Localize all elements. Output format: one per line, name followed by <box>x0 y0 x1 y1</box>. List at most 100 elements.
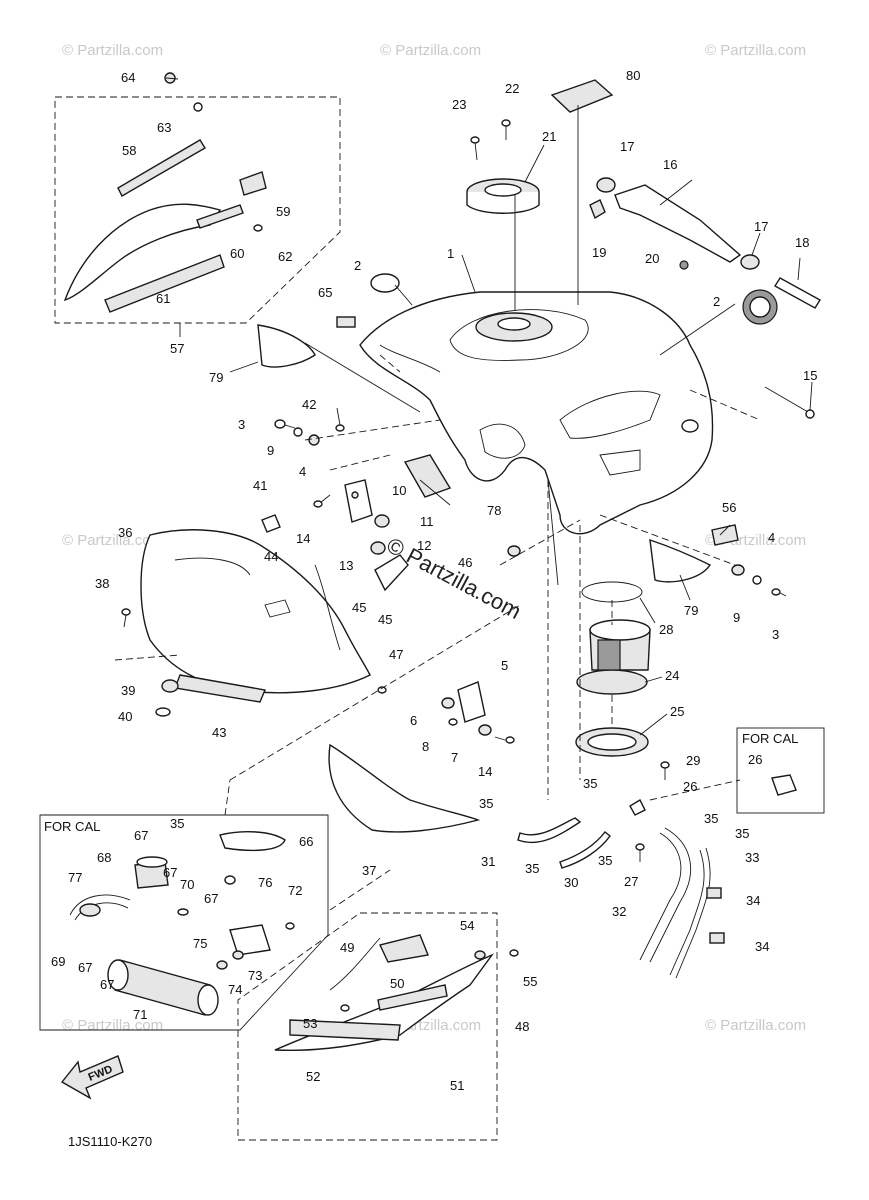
collar-46 <box>507 545 521 557</box>
fitting-34-lower <box>709 932 725 944</box>
callout-17: 17 <box>620 139 634 154</box>
cap-2-right <box>742 289 778 325</box>
bolt-23 <box>470 136 480 161</box>
damper-11 <box>374 514 390 528</box>
callout-67: 67 <box>204 891 218 906</box>
callout-27: 27 <box>624 874 638 889</box>
callout-9: 9 <box>733 610 740 625</box>
callout-54: 54 <box>460 918 474 933</box>
callout-24: 24 <box>665 668 679 683</box>
callout-39: 39 <box>121 683 135 698</box>
small-fittings <box>177 875 295 970</box>
center-watermark: © Partzilla.com <box>383 532 526 624</box>
callout-20: 20 <box>645 251 659 266</box>
callout-69: 69 <box>51 954 65 969</box>
callout-35: 35 <box>704 811 718 826</box>
hose-66 <box>219 831 286 852</box>
callout-41: 41 <box>253 478 267 493</box>
callout-3: 3 <box>772 627 779 642</box>
callout-51: 51 <box>450 1078 464 1093</box>
callout-74: 74 <box>228 982 242 997</box>
callout-15: 15 <box>803 368 817 383</box>
callout-42: 42 <box>302 397 316 412</box>
callout-71: 71 <box>133 1007 147 1022</box>
callout-26: 26 <box>683 779 697 794</box>
side-panel-57-parts <box>63 72 267 313</box>
callout-8: 8 <box>422 739 429 754</box>
rod-44 <box>314 564 341 651</box>
bolt-22 <box>501 119 511 140</box>
callout-48: 48 <box>515 1019 529 1034</box>
callout-73: 73 <box>248 968 262 983</box>
fuel-pump <box>576 619 651 695</box>
callout-21: 21 <box>542 129 556 144</box>
callout-47: 47 <box>389 647 403 662</box>
pad-65 <box>336 316 356 328</box>
group-box-48 <box>237 912 498 1141</box>
callout-17: 17 <box>754 219 768 234</box>
watermark: © Partzilla.com <box>62 1017 163 1034</box>
callout-11: 11 <box>420 514 434 529</box>
callout-61: 61 <box>156 291 170 306</box>
bolt-29 <box>660 761 670 780</box>
canister-71 <box>107 959 219 1016</box>
callout-10: 10 <box>392 483 406 498</box>
callout-59: 59 <box>276 204 290 219</box>
callout-53: 53 <box>303 1016 317 1031</box>
callout-4: 4 <box>768 530 775 545</box>
bolt-15 <box>764 386 815 419</box>
bracket-10 <box>344 479 373 523</box>
hose-77-69 <box>69 894 131 921</box>
callout-12: 12 <box>417 538 431 553</box>
hose-30 <box>559 831 611 869</box>
callout-33: 33 <box>745 850 759 865</box>
callout-34: 34 <box>755 939 769 954</box>
damper-12 <box>370 541 386 555</box>
damper-7 <box>478 724 492 736</box>
callout-46: 46 <box>458 555 472 570</box>
callout-75: 75 <box>193 936 207 951</box>
callout-79: 79 <box>684 603 698 618</box>
callout-16: 16 <box>663 157 677 172</box>
sheet-78 <box>403 454 452 498</box>
callout-14: 14 <box>478 764 492 779</box>
group-box-57 <box>54 96 341 337</box>
callout-79: 79 <box>209 370 223 385</box>
bracket-5 <box>457 681 486 723</box>
watermark: © Partzilla.com <box>62 532 163 549</box>
callout-67: 67 <box>100 977 114 992</box>
filler-cap <box>466 178 540 214</box>
hose-32 <box>639 827 692 963</box>
callout-52: 52 <box>306 1069 320 1084</box>
cover-37 <box>328 743 481 833</box>
callout-78: 78 <box>487 503 501 518</box>
side-cover-79-left <box>257 324 316 368</box>
o-ring-28 <box>581 581 643 603</box>
for-cal-label: FOR CAL <box>742 731 798 746</box>
callout-55: 55 <box>523 974 537 989</box>
watermark: © Partzilla.com <box>705 42 806 59</box>
callout-45: 45 <box>352 600 366 615</box>
callout-35: 35 <box>170 816 184 831</box>
callout-26: 26 <box>748 752 762 767</box>
callout-77: 77 <box>68 870 82 885</box>
callout-labels: 1 2 2 3 3 4 4 5 6 7 8 9 9 10 11 12 13 14… <box>51 68 817 1093</box>
callout-5: 5 <box>501 658 508 673</box>
callout-35: 35 <box>583 776 597 791</box>
diagram-code: 1JS1110-K270 <box>68 1134 152 1149</box>
bracket-75 <box>229 924 271 956</box>
callout-32: 32 <box>612 904 626 919</box>
callout-70: 70 <box>180 877 194 892</box>
hose-31 <box>517 817 582 844</box>
bolt-47 <box>377 686 387 694</box>
callout-80: 80 <box>626 68 640 83</box>
hardware-right <box>731 564 787 597</box>
bracket-13 <box>374 554 409 592</box>
callout-18: 18 <box>795 235 809 250</box>
callout-38: 38 <box>95 576 109 591</box>
callout-60: 60 <box>230 246 244 261</box>
callout-4: 4 <box>299 464 306 479</box>
callout-66: 66 <box>299 834 313 849</box>
callout-57: 57 <box>170 341 184 356</box>
